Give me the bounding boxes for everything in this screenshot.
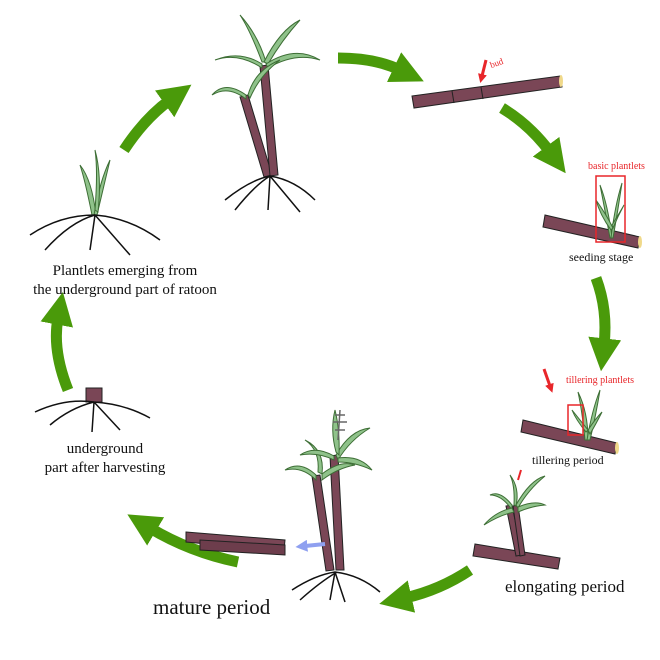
cycle-arrow-1 [337, 52, 424, 83]
tillering-plantlets-box [567, 404, 584, 436]
seeding-stage-illustration [542, 175, 642, 249]
elongating-illustration [472, 469, 561, 570]
mature-period-label: mature period [153, 595, 271, 619]
basic-plantlets-box [595, 175, 626, 243]
cycle-arrow-4 [379, 565, 474, 613]
plantlets-label-line2: the underground part of ratoon [33, 281, 217, 298]
bud-red-arrow [478, 59, 488, 83]
cycle-arrow-3 [588, 276, 622, 372]
cane-cutting-bud [411, 59, 563, 109]
underground-part-label: underground part after harvesting [10, 440, 200, 478]
ratoon-grown-plant-illustration [211, 14, 321, 213]
cycle-arrow-7 [119, 84, 192, 154]
underground-label-line2: part after harvesting [44, 459, 166, 476]
cycle-arrow-5 [127, 514, 240, 568]
elongating-period-label: elongating period [505, 577, 625, 596]
tillering-red-arrow [542, 368, 554, 393]
seeding-stage-label: seeding stage [569, 250, 634, 264]
basic-plantlets-label: basic plantlets [588, 161, 645, 172]
harvested-stump-illustration [34, 387, 151, 433]
harvest-blue-arrow [295, 539, 326, 552]
underground-label-line1: underground [66, 441, 144, 457]
tillering-period-label: tillering period [532, 453, 604, 467]
mature-plant-illustration [185, 409, 381, 603]
tillering-illustration [520, 368, 619, 455]
plantlets-label-line1: Plantlets emerging from [52, 263, 198, 279]
tillering-plantlets-label: tillering plantlets [566, 375, 635, 386]
cycle-arrow-2 [499, 103, 566, 174]
plantlets-emerging-label: Plantlets emerging from the underground … [0, 262, 250, 300]
cycle-arrow-6 [40, 292, 74, 393]
ratoon-plantlets-illustration [29, 149, 161, 256]
